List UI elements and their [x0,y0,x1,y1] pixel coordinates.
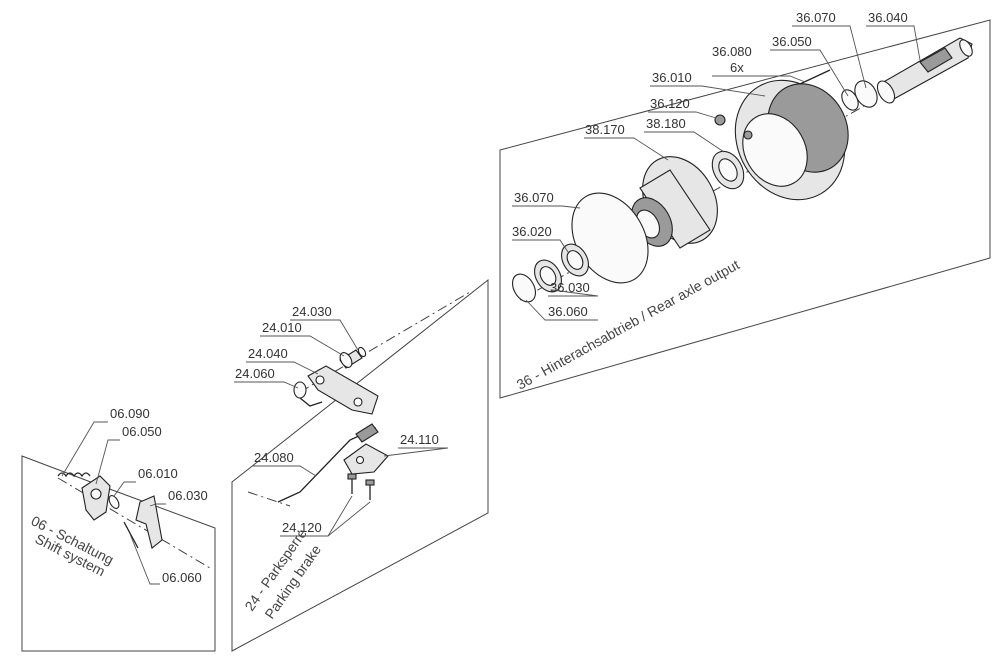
pin-06-060 [123,521,139,549]
leader-36-060 [525,299,598,321]
bearing-38-180 [711,150,745,190]
label-24-110: 24.110 [400,432,439,447]
label-36-020: 36.020 [512,224,552,239]
leader-36-070b [512,205,581,209]
leader-36-020 [512,239,569,253]
output-shaft-36-040 [876,37,973,104]
axis-line-park-rod [247,491,291,507]
label-24-040: 24.040 [248,346,288,361]
label-36-060: 36.060 [548,304,588,319]
leader-36-070a [792,25,867,89]
leader-24-110 [383,447,449,457]
leader-36-010 [650,85,766,97]
label-36-120: 36.120 [650,96,690,111]
label-36-030: 36.030 [550,280,590,295]
label-24-080: 24.080 [254,450,294,465]
leader-06-010 [113,481,136,497]
label-24-120: 24.120 [282,520,322,535]
leader-38-180 [644,131,725,153]
leader-36-030 [548,289,599,297]
housing-cover-36-010 [734,79,849,201]
leader-36-050 [770,49,849,97]
spring-24-010 [339,352,353,368]
leader-36-120 [648,111,717,119]
washer-06-010 [108,495,120,509]
leader-06-090 [61,421,108,477]
leader-36-040 [866,25,921,61]
leader-24-040 [246,361,319,375]
label-36-070-top: 36.070 [796,10,836,25]
label-36-040: 36.040 [868,10,908,25]
label-06-050: 06.050 [122,424,162,439]
label-38-170: 38.170 [585,122,625,137]
label-36-050: 36.050 [772,34,812,49]
parking-rod-24-080 [277,423,379,503]
screws-24-120 [347,473,375,500]
label-36-080: 36.080 [712,44,752,59]
panel-24-parking-brake [231,278,489,652]
label-36-010: 36.010 [652,70,692,85]
label-24-060: 24.060 [235,366,275,381]
label-06-090: 06.090 [110,406,150,421]
shift-fork-06-030 [135,495,163,549]
label-24-030: 24.030 [292,304,332,319]
panel-06-shift-system [21,455,216,652]
axis-line-park-bolt [299,291,471,393]
label-06-060: 06.060 [162,570,202,585]
leader-06-050 [95,439,120,485]
leader-24-080 [252,465,317,477]
leader-24-030 [290,319,359,351]
plug-36-120 [714,114,726,126]
torsion-spring-24-060 [293,381,323,407]
bearing-36-020 [561,243,589,277]
label-38-180: 38.180 [646,116,686,131]
label-36-070-bottom: 36.070 [514,190,554,205]
leader-06-060 [129,533,160,585]
leader-38-170 [584,137,669,161]
leader-24-120-b [327,501,371,537]
shift-lever-06-050 [81,475,111,521]
panel-36-rear-axle-output [499,19,991,399]
label-06-010: 06.010 [138,466,178,481]
leader-06-030 [149,503,166,507]
label-24-010: 24.010 [262,320,302,335]
pawl-lever-24-040 [307,365,379,415]
leader-24-010 [260,335,345,357]
guide-plate-24-110 [343,443,389,475]
label-06-030: 06.030 [168,488,208,503]
leader-24-060 [234,381,299,389]
label-36-080-quantity: 6x [730,60,744,75]
circlip-36-060 [511,273,537,303]
leader-36-080 [712,75,806,83]
